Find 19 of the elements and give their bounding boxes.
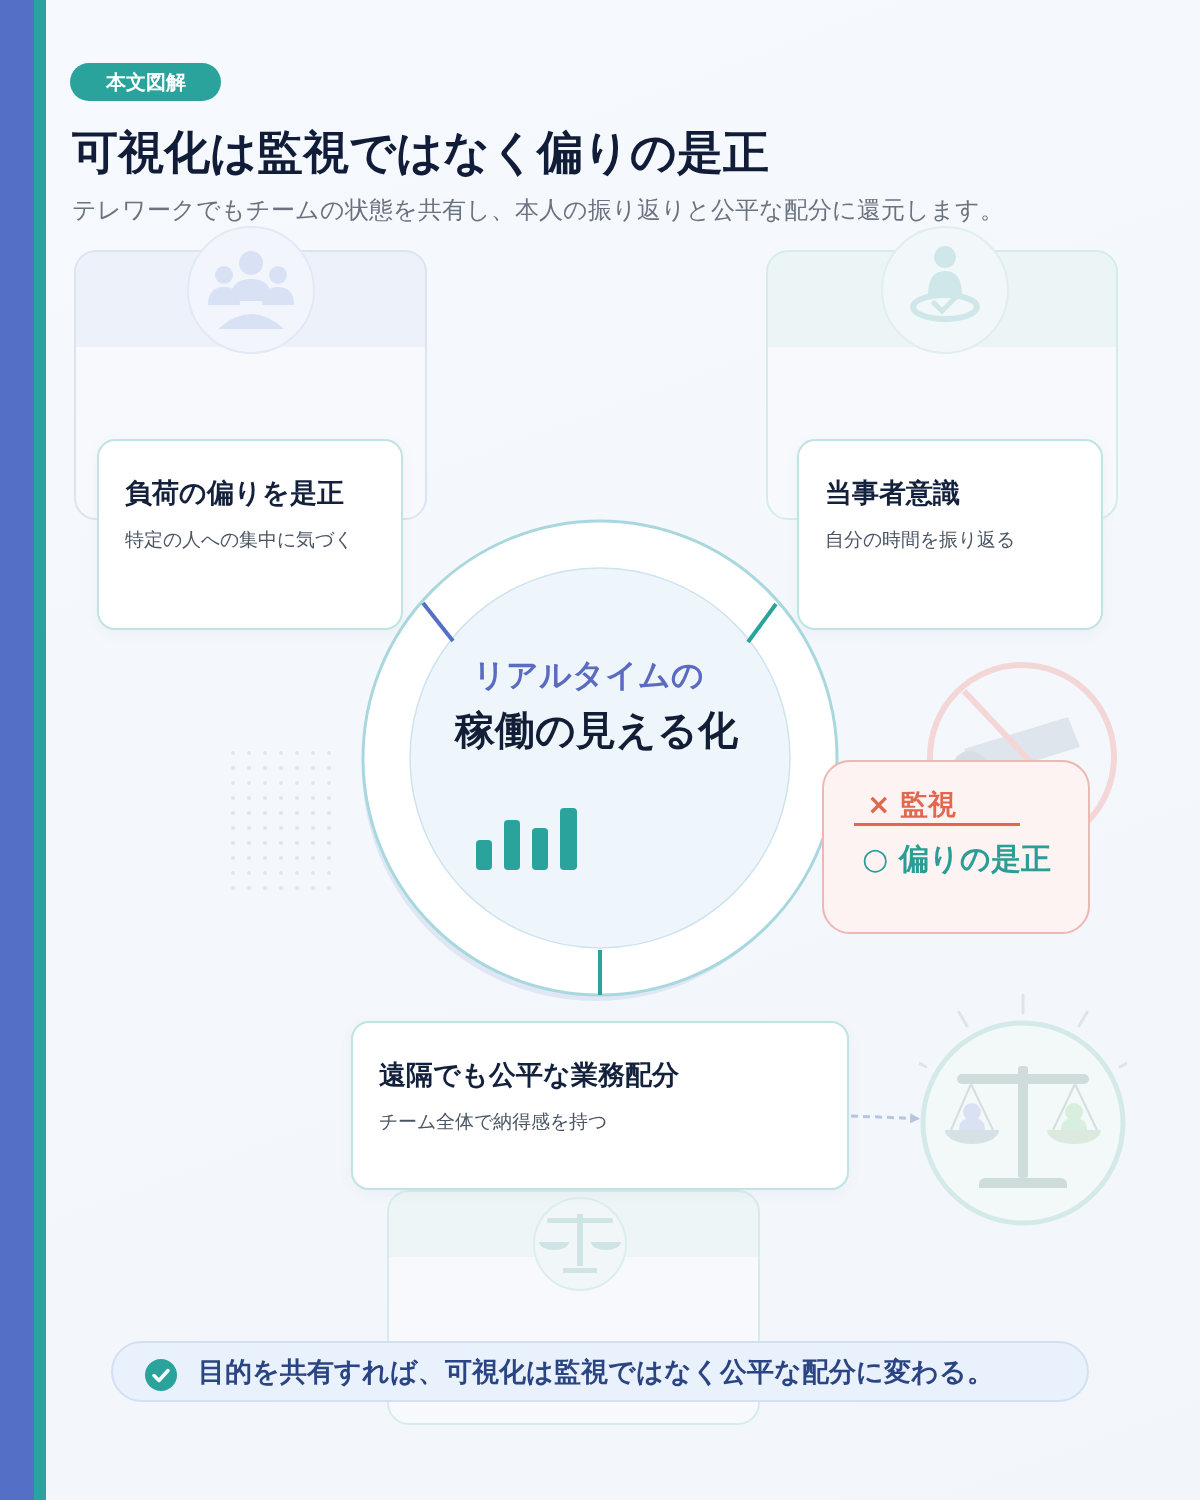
card-text: 特定の人への集中に気づく	[125, 527, 353, 552]
section-tag: 本文図解	[70, 63, 221, 101]
summary-text: 目的を共有すれば、可視化は監視ではなく公平な配分に変わる。	[198, 1355, 994, 1389]
callout-card	[822, 760, 1090, 934]
card-heading: 負荷の偏りを是正	[125, 476, 344, 510]
card-text: チーム全体で納得感を持つ	[379, 1109, 607, 1134]
feature-card	[97, 439, 403, 630]
hub-subtitle: リアルタイムの	[472, 655, 704, 695]
hub-title: 稼働の見える化	[454, 706, 738, 755]
subtitle: テレワークでもチームの状態を共有し、本人の振り返りと公平な配分に還元します。	[72, 195, 1004, 226]
feature-card	[351, 1021, 849, 1190]
accepted-label: ○ 偏りの是正	[862, 840, 1051, 878]
page-title: 可視化は監視ではなく偏りの是正	[72, 124, 769, 180]
arrow	[850, 1113, 921, 1124]
card-heading: 遠隔でも公平な業務配分	[379, 1058, 679, 1092]
card-text: 自分の時間を振り返る	[825, 527, 1015, 552]
feature-card	[797, 439, 1103, 630]
rejected-label: × 監視	[854, 788, 1020, 826]
card-heading: 当事者意識	[825, 476, 960, 510]
